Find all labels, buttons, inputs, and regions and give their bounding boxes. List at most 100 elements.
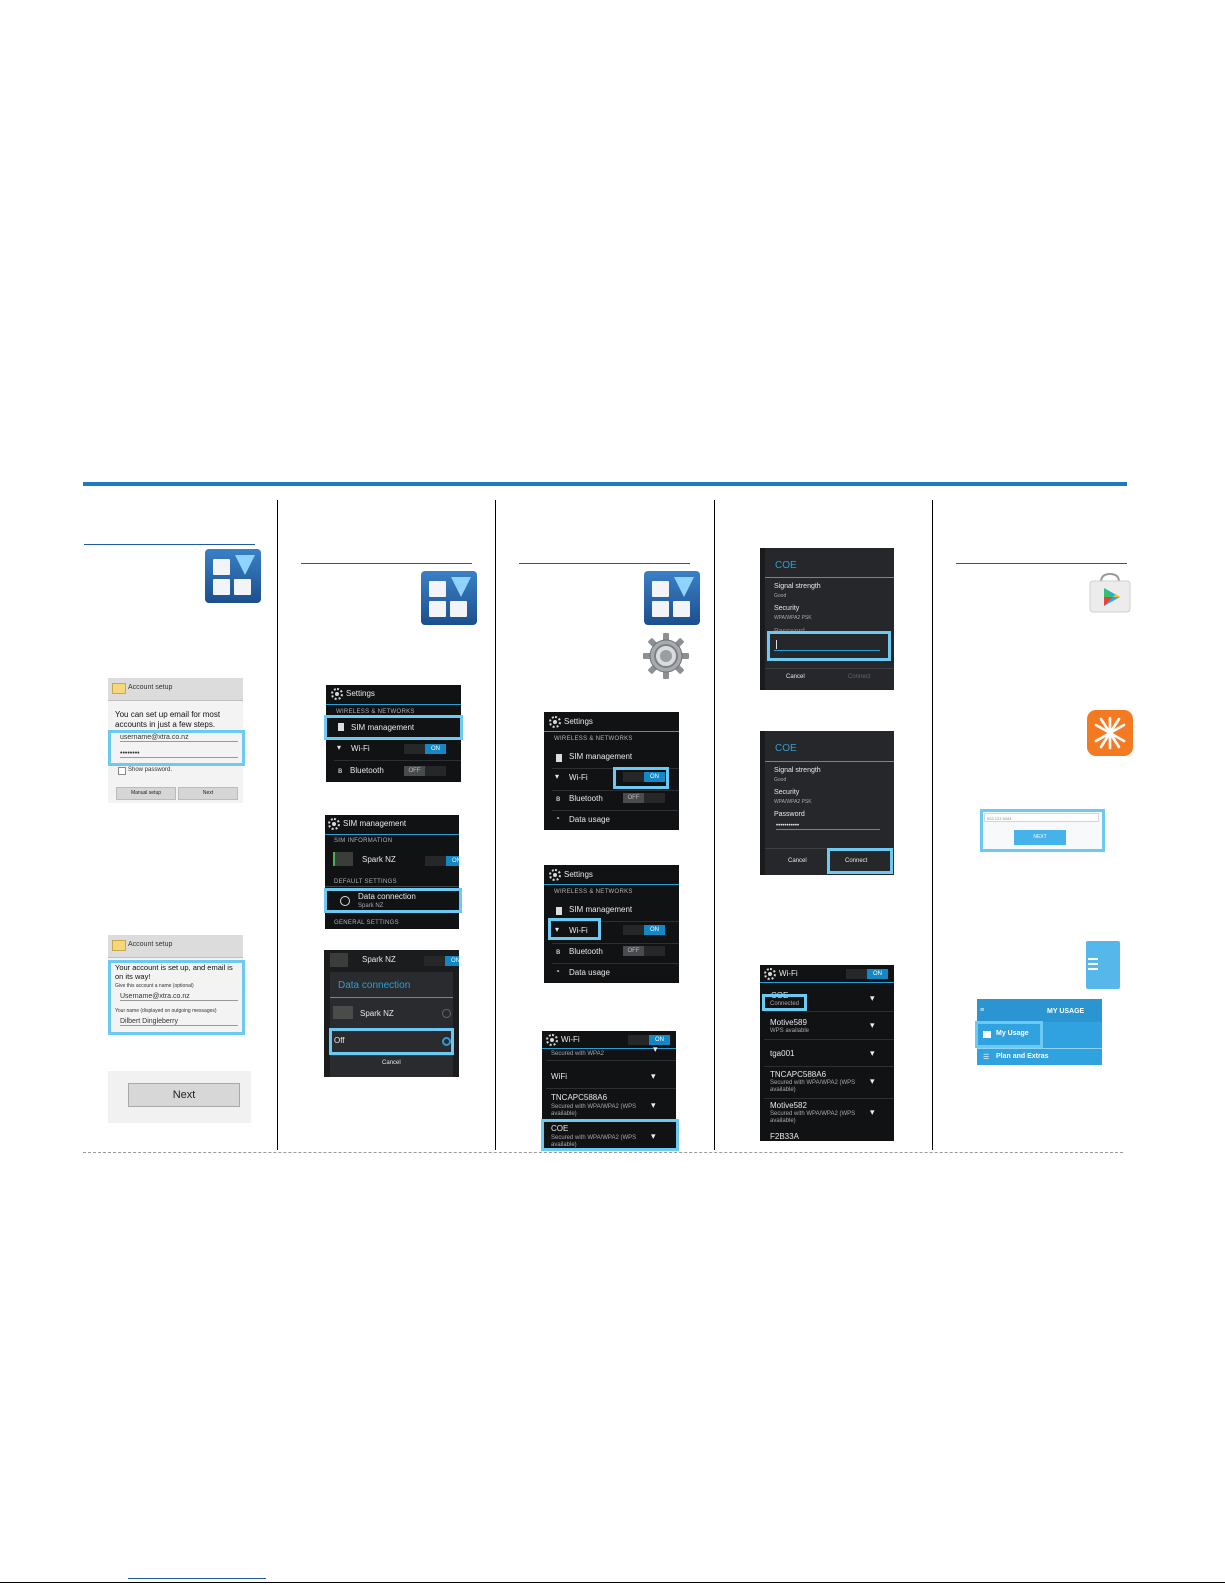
menu-item-plan[interactable]: Plan and Extras (996, 1053, 1049, 1060)
bluetooth-toggle[interactable]: OFF (623, 946, 665, 956)
password-field[interactable]: •••••••• (120, 750, 238, 758)
connect-button[interactable]: Connect (845, 858, 868, 864)
carrier-label: Spark NZ (362, 855, 396, 864)
heading-underline (84, 544, 255, 545)
home-icon (983, 1031, 991, 1038)
section-header: WIRELESS & NETWORKS (554, 736, 633, 742)
highlight-box (324, 715, 463, 740)
sim-management-item[interactable]: SIM management (569, 752, 633, 761)
footer-link-underline[interactable] (128, 1578, 266, 1579)
sim-card-icon (333, 1006, 353, 1019)
email-field[interactable]: username@xtra.co.nz (120, 734, 238, 742)
phone-number-field[interactable]: 022 123 5344 (984, 813, 1099, 822)
wifi-toggle[interactable]: ON (404, 744, 446, 754)
radio-off[interactable] (442, 1037, 451, 1046)
sim-icon (556, 907, 562, 915)
next-button-blue[interactable]: NEXT (1014, 830, 1066, 845)
network-f2b33a[interactable]: F2B33A (770, 1132, 799, 1141)
highlight-box (329, 1028, 454, 1055)
dialog-body (330, 972, 453, 1077)
network-sub: Secured with WPA/WPA2 (WPS available) (770, 1080, 856, 1093)
bluetooth-item[interactable]: ʙ Bluetooth OFF (326, 763, 461, 781)
apps-icon (644, 571, 700, 625)
wifi-master-toggle[interactable]: ON (846, 969, 888, 979)
wifi-item[interactable]: Wi-Fi (569, 773, 588, 782)
network-motive582[interactable]: Motive582 (770, 1101, 807, 1110)
highlight-box (827, 848, 893, 874)
apps-icon (205, 549, 261, 603)
bluetooth-label: Bluetooth (350, 766, 384, 775)
setup-done-message: Your account is set up, and email is on … (115, 963, 233, 981)
column-divider (932, 500, 933, 1150)
section-header: WIRELESS & NETWORKS (554, 889, 633, 895)
hamburger-icon[interactable]: ≡ (980, 1007, 985, 1014)
network-motive589[interactable]: Motive589 (770, 1018, 807, 1027)
account-setup-title: Account setup (128, 684, 173, 691)
account-setup-screen: Account setup You can set up email for m… (108, 678, 243, 803)
carrier-toggle[interactable]: ON (425, 856, 459, 866)
column-divider (495, 500, 496, 1150)
network-sub: Secured with WPA/WPA2 (WPS available) (770, 1111, 856, 1124)
sim-icon (338, 723, 344, 731)
cancel-button[interactable]: Cancel (788, 858, 807, 864)
carrier-toggle[interactable]: ON (424, 956, 459, 966)
dialog-title: COE (775, 743, 797, 754)
data-usage-item[interactable]: Data usage (569, 815, 610, 824)
show-password-checkbox[interactable] (118, 767, 126, 775)
cancel-button[interactable]: Cancel (786, 674, 805, 680)
menu-header-bar (977, 999, 1102, 1022)
section-header: SIM INFORMATION (334, 838, 393, 844)
wifi-master-toggle[interactable]: ON (628, 1035, 670, 1045)
wifi-item[interactable]: Wi-Fi (569, 926, 588, 935)
bluetooth-toggle[interactable]: OFF (623, 793, 665, 803)
option-spark[interactable]: Spark NZ (360, 1009, 394, 1018)
wifi-secured-icon: ▾ (651, 1100, 656, 1110)
data-connection-dialog: Spark NZ ON Data connection Spark NZ Off… (324, 950, 459, 1077)
cancel-button[interactable]: Cancel (382, 1060, 401, 1066)
sim-management-item[interactable]: SIM management (569, 905, 633, 914)
network-coe[interactable]: COE (551, 1124, 569, 1133)
wifi-toggle[interactable]: ON (623, 925, 665, 935)
account-setup-done-screen: Account setup Your account is set up, an… (108, 935, 243, 1033)
connect-button[interactable]: Connect (848, 674, 871, 680)
highlight-box (980, 809, 1105, 852)
settings-gear-icon (549, 869, 561, 881)
network-tncapc[interactable]: TNCAPC588A6 (770, 1070, 827, 1079)
security-label: Security (774, 605, 800, 612)
highlight-box (767, 631, 891, 661)
carrier-label: Spark NZ (362, 955, 396, 964)
page-bottom-line (0, 1582, 1225, 1583)
security-value: WPA/WPA2 PSK (774, 615, 812, 621)
next-button[interactable]: Next (128, 1083, 240, 1107)
sim-icon (556, 754, 562, 762)
apps-icon (421, 571, 477, 625)
wifi-toggle[interactable]: ON (623, 772, 665, 782)
sim-management-item[interactable]: SIM management (326, 718, 461, 738)
sim-card-icon (330, 953, 348, 967)
network-tncapc[interactable]: TNCAPC588A6 (551, 1093, 608, 1102)
coe-dialog-password: COE Signal strength Good Security WPA/WP… (760, 548, 894, 690)
data-usage-item[interactable]: Data usage (569, 968, 610, 977)
envelope-icon (112, 683, 126, 694)
sim-management-label: SIM management (351, 723, 415, 732)
option-off[interactable]: Off (334, 1036, 345, 1045)
data-usage-icon: ◔ (555, 814, 560, 823)
menu-item-my-usage[interactable]: My Usage (996, 1030, 1029, 1037)
account-name-field[interactable]: Username@xtra.co.nz (120, 993, 238, 1001)
bluetooth-item[interactable]: Bluetooth (569, 794, 603, 803)
account-name-label: Give this account a name (optional) (115, 983, 194, 989)
wifi-item[interactable]: ▾ Wi-Fi ON (326, 741, 461, 759)
radio-spark[interactable] (442, 1009, 451, 1018)
network-sub: Secured with WPA2 (551, 1051, 604, 1057)
menu-icon (1086, 941, 1120, 989)
manual-setup-button[interactable]: Manual setup (116, 787, 176, 800)
settings-gear-icon (328, 818, 340, 830)
network-tga001[interactable]: tga001 (770, 1049, 795, 1058)
next-button-small[interactable]: Next (178, 787, 238, 800)
network-wifi[interactable]: WiFi (551, 1072, 567, 1081)
password-input[interactable]: ••••••••••• (776, 823, 880, 830)
bluetooth-toggle[interactable]: OFF (404, 766, 446, 776)
bluetooth-item[interactable]: Bluetooth (569, 947, 603, 956)
password-input[interactable] (774, 640, 880, 651)
your-name-field[interactable]: Dilbert Dingleberry (120, 1018, 238, 1026)
